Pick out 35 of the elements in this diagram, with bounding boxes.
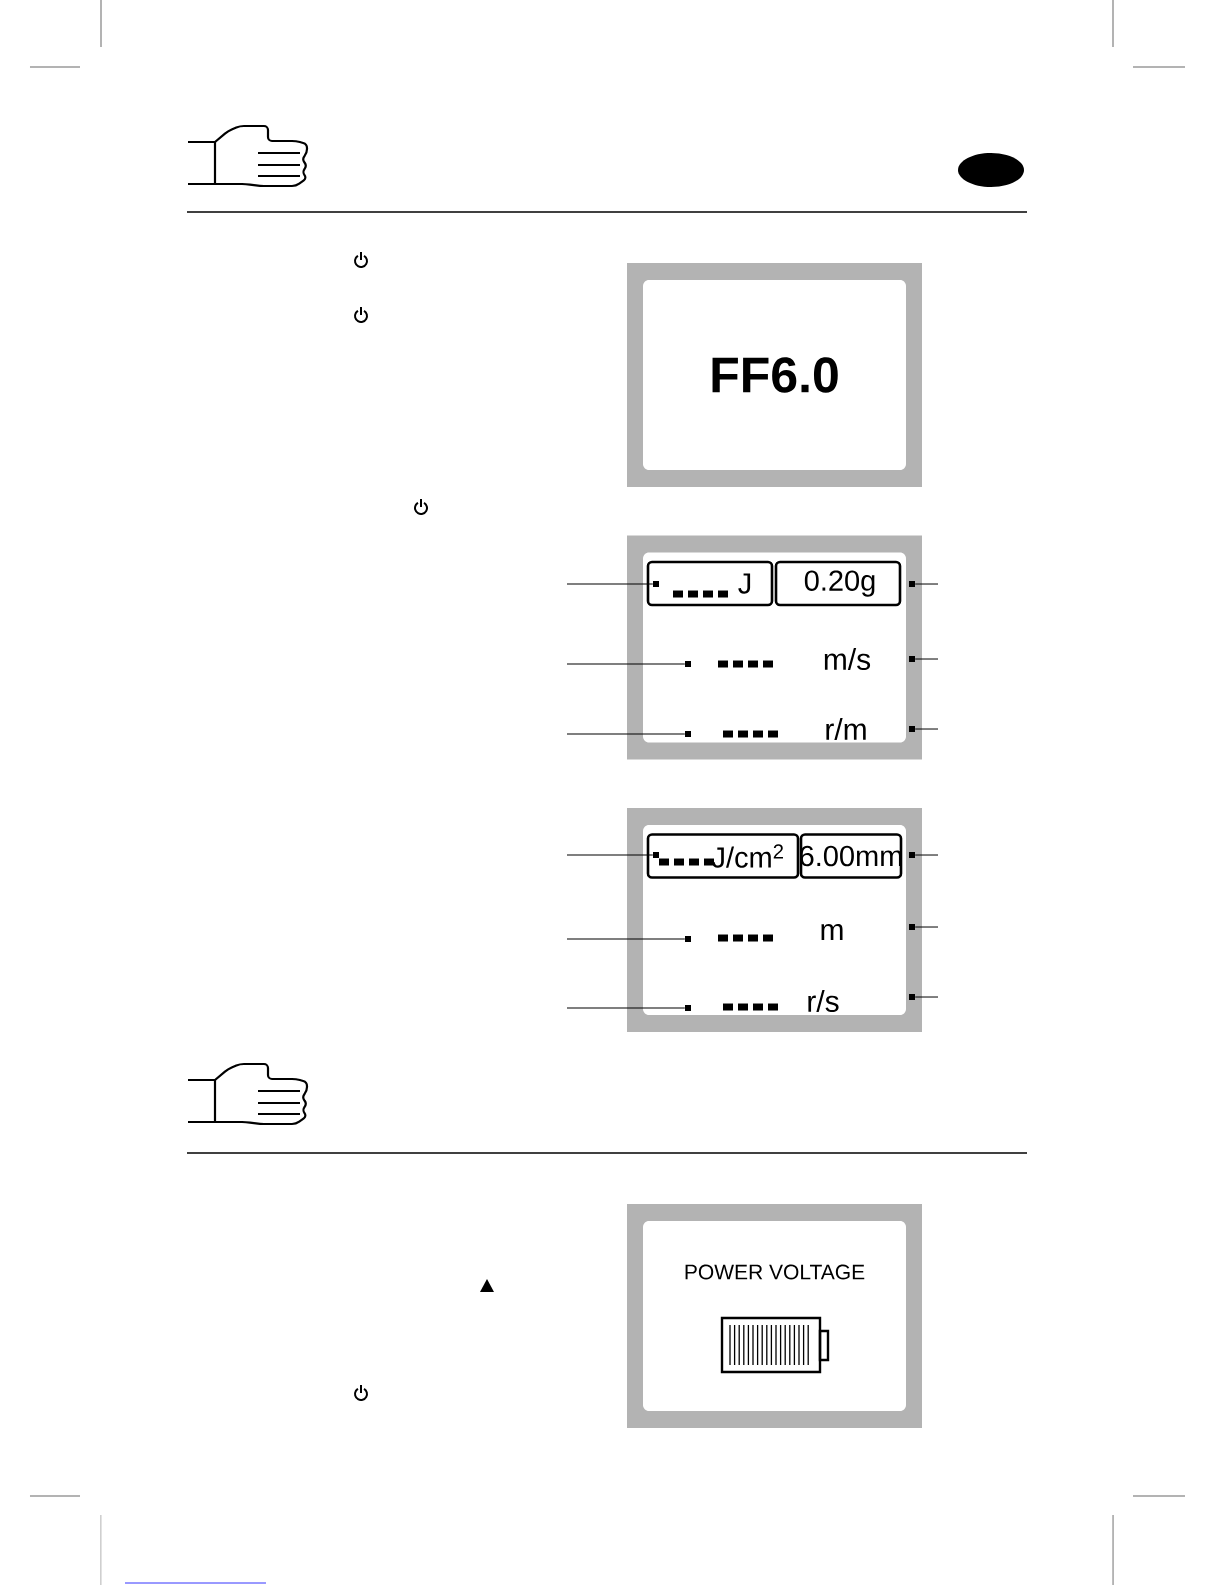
leader-line [566, 938, 686, 940]
unit-label: m [821, 923, 843, 941]
value-box: J [646, 560, 774, 607]
leader-line [914, 996, 939, 998]
unit-label: r/m [826, 718, 866, 741]
leader-line [914, 583, 939, 585]
marker-square [909, 656, 915, 662]
leader-line [566, 733, 686, 735]
marker-square [909, 581, 915, 587]
display-screen: FF6.0 [627, 263, 922, 487]
leader-line [566, 583, 654, 585]
leader-line [914, 854, 939, 856]
leader-line [566, 1007, 686, 1009]
value-box: 0.20g [774, 560, 902, 607]
marker-square [909, 726, 915, 732]
display-screen [627, 535, 922, 760]
marker-square [685, 936, 691, 942]
marker-square [653, 581, 659, 587]
leader-line [914, 728, 939, 730]
unit-label: m/s [824, 648, 871, 671]
leader-line [566, 854, 654, 856]
display-screen: POWER VOLTAGE [627, 1204, 922, 1428]
marker-square [685, 731, 691, 737]
display-screen [627, 808, 922, 1032]
marker-square [909, 852, 915, 858]
leader-line [914, 926, 939, 928]
marker-square [653, 852, 659, 858]
marker-square [685, 661, 691, 667]
leader-line [566, 663, 686, 665]
unit-label: r/s [808, 990, 839, 1013]
value-box: J/cm$^{2}$ [646, 833, 800, 879]
marker-square [909, 924, 915, 930]
marker-square [909, 994, 915, 1000]
leader-line [914, 658, 939, 660]
marker-square [685, 1005, 691, 1011]
